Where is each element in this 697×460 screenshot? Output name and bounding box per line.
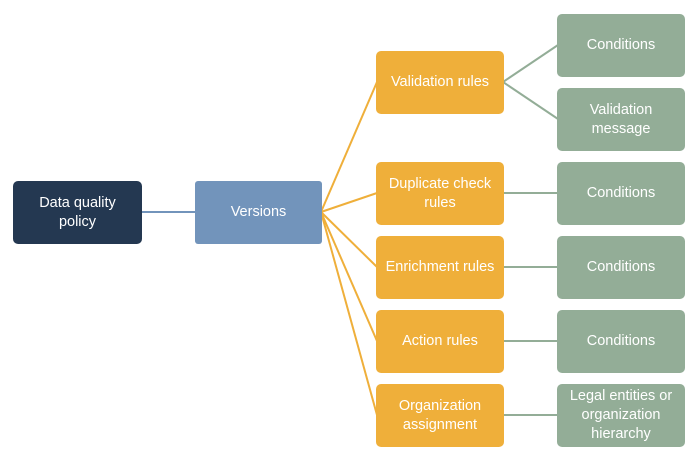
node-legal-entities: Legal entities or organization hierarchy: [557, 384, 685, 447]
connector-versions-duplicate-check-rules: [320, 192, 378, 213]
connector-versions-organization-assignment: [320, 211, 378, 416]
node-label: Versions: [230, 204, 287, 220]
node-duplicate-conditions: Conditions: [557, 162, 685, 225]
node-label: Conditions: [586, 259, 656, 275]
node-enrichment-rules: Enrichment rules: [376, 236, 504, 299]
node-label: Conditions: [586, 37, 656, 53]
node-label: Conditions: [586, 333, 656, 349]
node-label: Enrichment rules: [385, 259, 495, 275]
node-label: Validation message: [589, 101, 653, 137]
node-label: Action rules: [402, 333, 478, 349]
node-label: Validation rules: [390, 74, 490, 90]
node-label: Organization assignment: [398, 397, 482, 433]
node-label: Data quality policy: [39, 194, 116, 230]
node-validation-rules: Validation rules: [376, 51, 504, 114]
node-duplicate-check-rules: Duplicate check rules: [376, 162, 504, 225]
connector-validation-conditions: [502, 44, 559, 83]
node-versions: Versions: [195, 181, 322, 244]
connector-validation-message: [502, 81, 559, 120]
node-enrichment-conditions: Conditions: [557, 236, 685, 299]
node-label: Legal entities or organization hierarchy: [569, 388, 673, 442]
node-label: Duplicate check rules: [388, 175, 492, 211]
node-action-rules: Action rules: [376, 310, 504, 373]
connector-versions-validation-rules: [320, 81, 378, 213]
node-organization-assignment: Organization assignment: [376, 384, 504, 447]
node-data-quality-policy: Data quality policy: [13, 181, 142, 244]
connector-versions-enrichment-rules: [320, 211, 378, 268]
node-action-conditions: Conditions: [557, 310, 685, 373]
connector-versions-action-rules: [320, 211, 378, 342]
node-validation-conditions: Conditions: [557, 14, 685, 77]
node-label: Conditions: [586, 185, 656, 201]
node-validation-message: Validation message: [557, 88, 685, 151]
